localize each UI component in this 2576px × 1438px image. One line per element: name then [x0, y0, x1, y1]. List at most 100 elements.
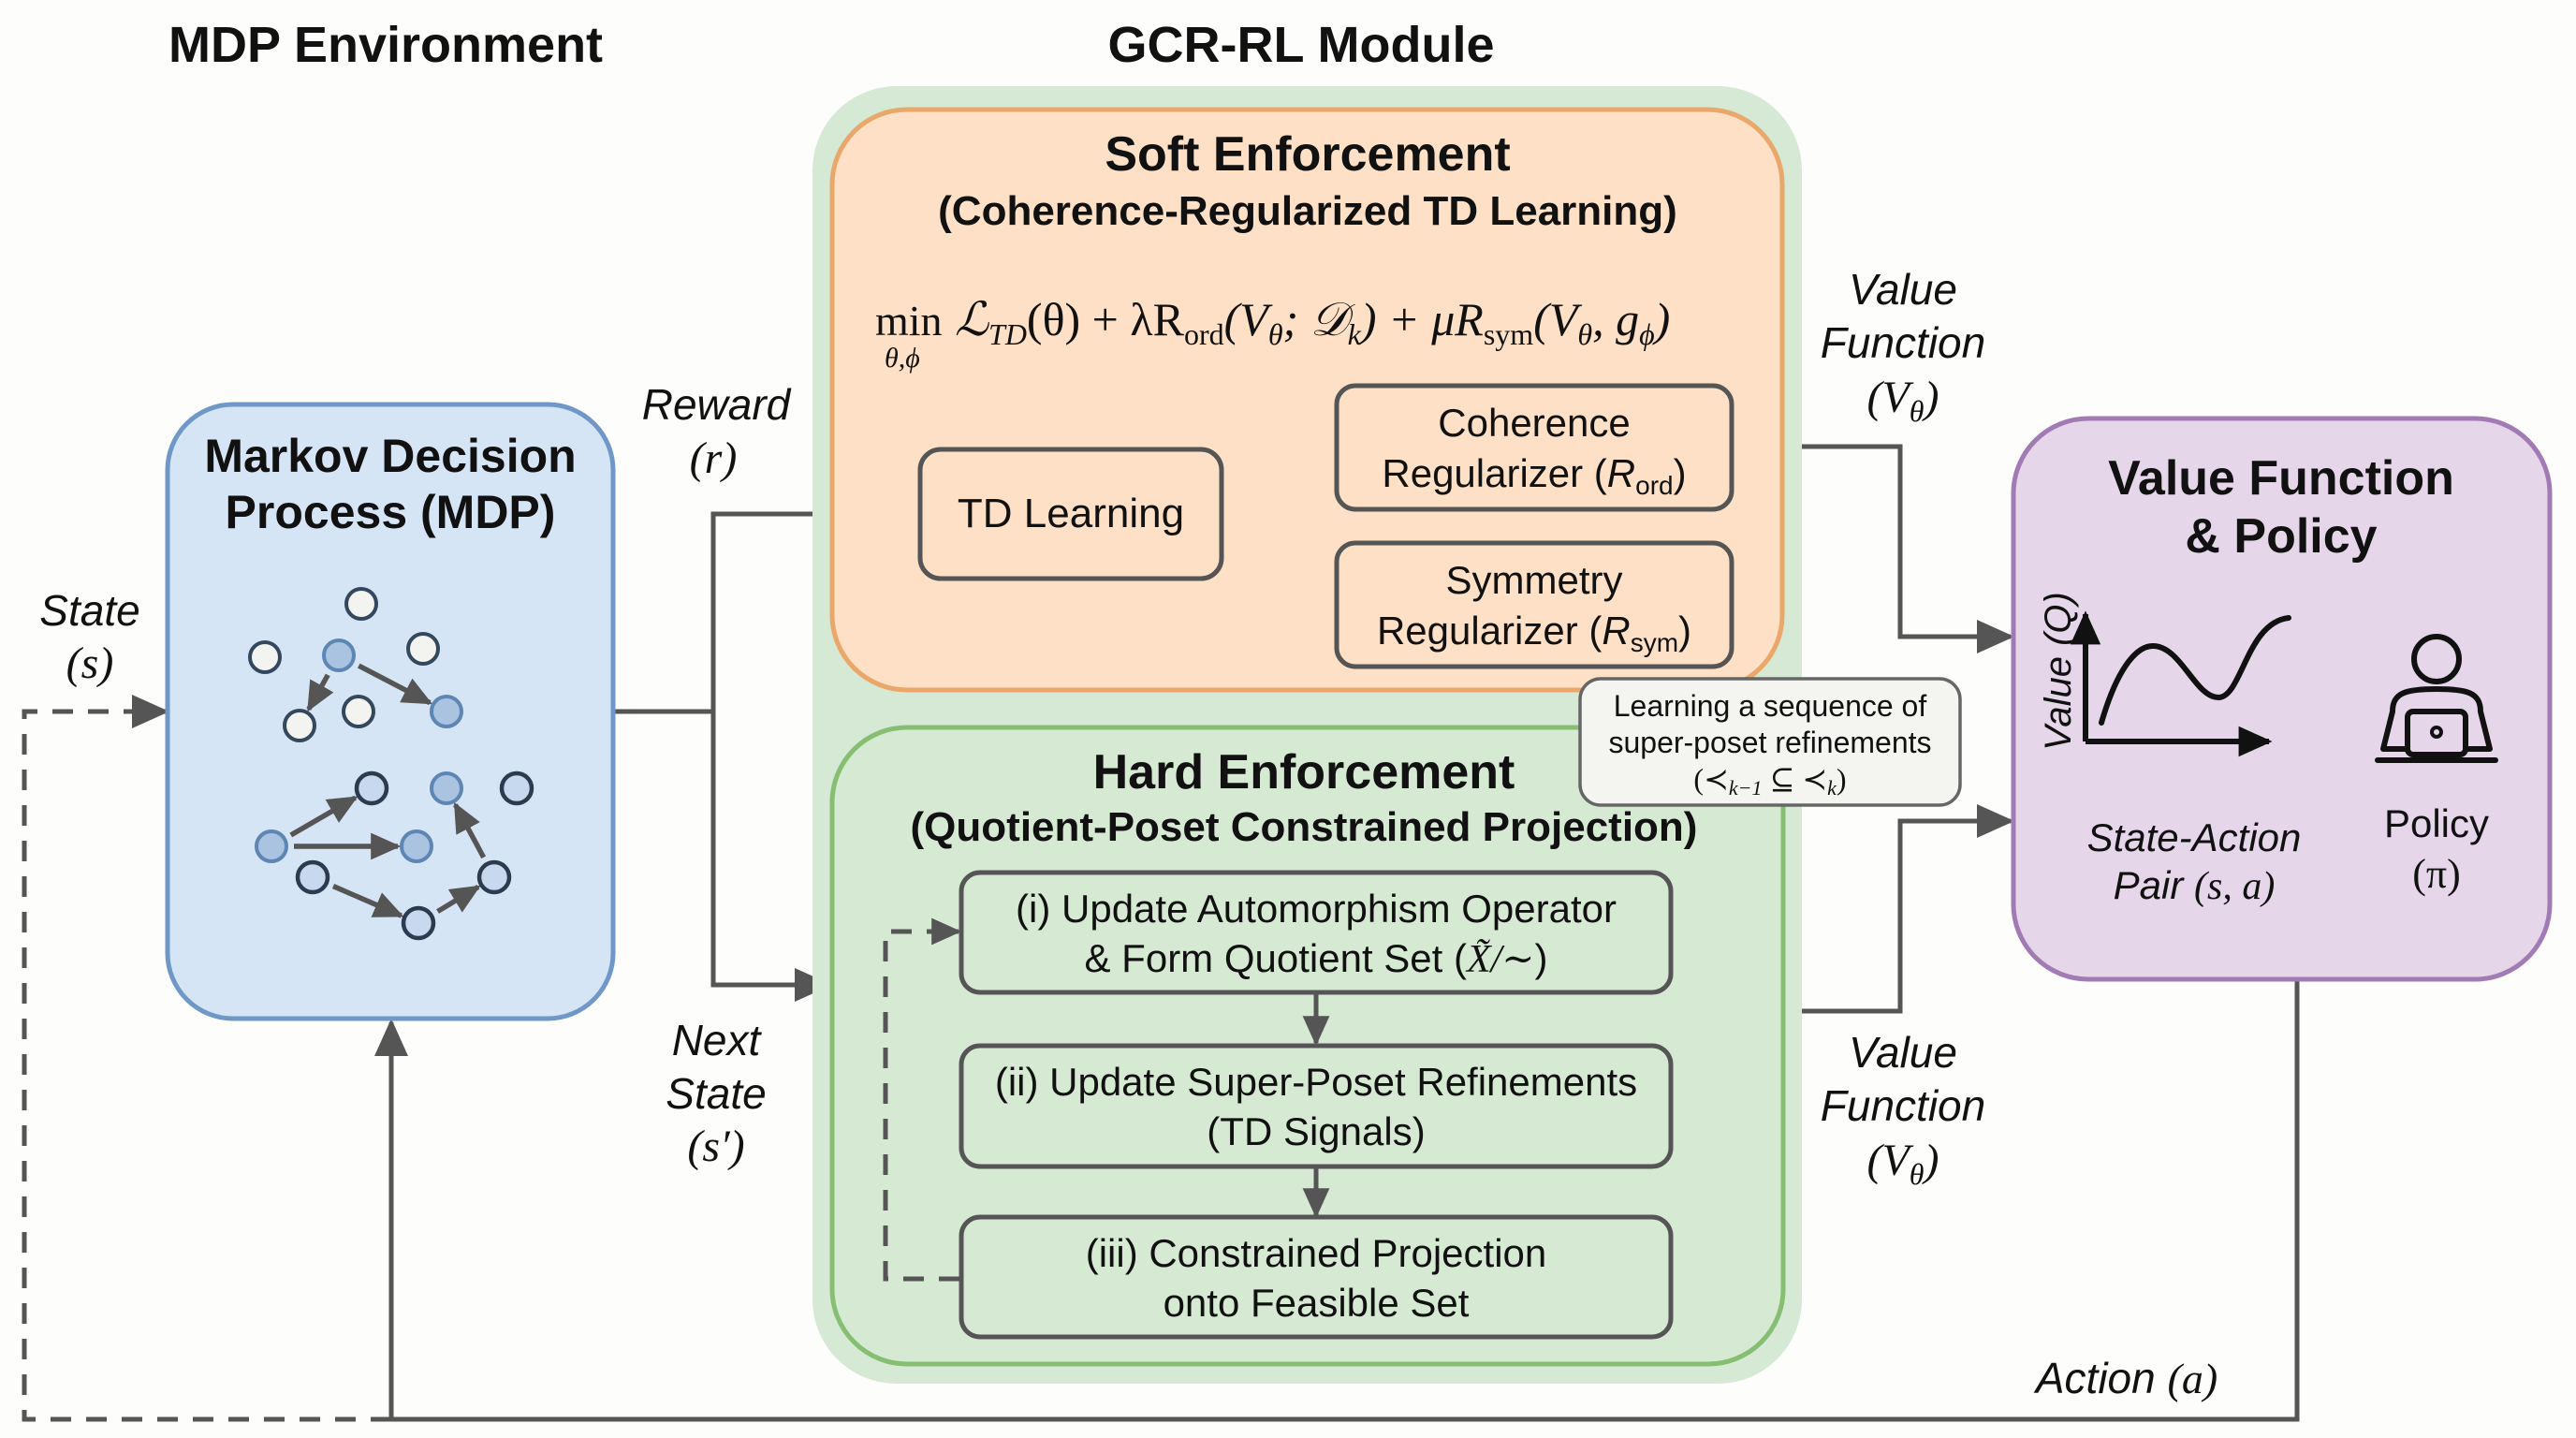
- reward-symbol: (r): [690, 433, 738, 483]
- step3-line1: (iii) Constrained Projection: [1086, 1231, 1547, 1275]
- header-gcr-module: GCR-RL Module: [1108, 17, 1495, 73]
- value-fn-top-line2: Function: [1821, 318, 1985, 367]
- mdp-state-node: [322, 638, 356, 672]
- symmetry-regularizer-box[interactable]: Symmetry Regularizer (Rsym): [1334, 540, 1734, 669]
- symmetry-line2: Regularizer (Rsym): [1377, 609, 1691, 657]
- mdp-state-node: [476, 859, 512, 895]
- super-poset-callout: Learning a sequence of super-poset refin…: [1578, 677, 1962, 807]
- symmetry-regularizer-bg: [1334, 540, 1734, 669]
- coherence-regularizer-box[interactable]: Coherence Regularizer (Rord): [1334, 383, 1734, 512]
- td-learning-box[interactable]: TD Learning: [917, 447, 1224, 581]
- laptop-dot-icon: [2430, 726, 2443, 739]
- step3-bg: [959, 1214, 1674, 1340]
- mdp-state-node: [406, 632, 440, 666]
- mdp-transition-edge: [453, 801, 487, 859]
- value-chart-x-label-line2: Pair (s, a): [2114, 863, 2276, 908]
- td-learning-label: TD Learning: [958, 491, 1184, 536]
- mdp-box[interactable]: Markov Decision Process (MDP): [165, 402, 616, 1021]
- next-state-line1: Next: [672, 1016, 763, 1064]
- step1-line2: & Form Quotient Set (X̃/∼): [1085, 936, 1548, 981]
- soft-enforcement-panel: Soft Enforcement (Coherence-Regularized …: [829, 107, 1785, 693]
- hard-feedback-dashed-loop: [883, 929, 959, 1282]
- mdp-state-node: [248, 640, 282, 674]
- coherence-line2: Regularizer (Rord): [1382, 451, 1686, 500]
- header-mdp-environment: MDP Environment: [168, 17, 603, 73]
- value-fn-bottom-symbol: (Vθ): [1866, 1136, 1939, 1191]
- value-policy-title-line1: Value Function: [2108, 451, 2454, 506]
- mdp-state-node: [430, 695, 463, 728]
- mdp-state-node: [400, 829, 433, 863]
- value-chart-icon: Value (Q) State-Action Pair (s, a): [2038, 592, 2301, 908]
- callout-line3-math: (≺k−1 ⊆ ≺k): [1693, 762, 1846, 800]
- mdp-title-line1: Markov Decision: [204, 430, 576, 482]
- value-function-top-arrow: [1732, 444, 2014, 653]
- mdp-state-node: [430, 771, 463, 805]
- hard-enforcement-subtitle: (Quotient-Poset Constrained Projection): [911, 804, 1698, 850]
- value-policy-bg: [2011, 416, 2553, 982]
- value-chart-x-label-line1: State-Action: [2087, 815, 2302, 859]
- coherence-line1: Coherence: [1438, 401, 1630, 445]
- agent-head-icon: [2411, 634, 2462, 684]
- action-wire: [391, 979, 2300, 1422]
- step2-box[interactable]: (ii) Update Super-Poset Refinements (TD …: [959, 1043, 1674, 1169]
- value-fn-bottom-line2: Function: [1821, 1081, 1985, 1130]
- step1-line1: (i) Update Automorphism Operator: [1016, 887, 1617, 931]
- value-chart-y-label: Value (Q): [2038, 592, 2079, 751]
- step2-line1: (ii) Update Super-Poset Refinements: [995, 1060, 1637, 1104]
- soft-enforcement-subtitle: (Coherence-Regularized TD Learning): [938, 188, 1677, 234]
- mdp-transition-edge: [289, 795, 359, 838]
- edge-labels: State (s) Reward (r) Next State (s′) Val…: [39, 265, 2217, 1402]
- td-learning-bg: [917, 447, 1224, 581]
- value-policy-box[interactable]: Value Function & Policy Value (Q) State-…: [2011, 416, 2553, 982]
- callout-bg: [1578, 677, 1962, 807]
- mdp-transition-edge: [436, 884, 481, 914]
- formula-body: ℒTD(θ) + λRord(Vθ; 𝒟k) + μRsym(Vθ, gϕ): [955, 293, 1670, 351]
- step2-bg: [959, 1043, 1674, 1169]
- coherence-regularizer-bg: [1334, 383, 1734, 512]
- step3-line2: onto Feasible Set: [1164, 1281, 1470, 1325]
- mdp-state-node: [283, 709, 316, 742]
- mdp-state-node: [344, 587, 378, 621]
- step2-line2: (TD Signals): [1207, 1109, 1425, 1153]
- hard-enforcement-title: Hard Enforcement: [1093, 745, 1515, 800]
- mdp-state-node: [255, 829, 288, 863]
- reward-label: Reward: [642, 380, 792, 429]
- formula-min: min: [875, 297, 943, 345]
- mdp-state-node: [499, 770, 534, 806]
- next-state-arrow: [710, 712, 832, 1002]
- agent-body-icon: [2380, 686, 2493, 752]
- objective-formula: min θ,ϕ ℒTD(θ) + λRord(Vθ; 𝒟k) + μRsym(V…: [875, 293, 1670, 374]
- step1-bg: [959, 870, 1674, 995]
- mdp-state-node: [354, 770, 389, 806]
- value-policy-title-line2: & Policy: [2185, 509, 2377, 564]
- laptop-screen-icon: [2405, 709, 2468, 757]
- next-state-line2: State: [666, 1069, 766, 1118]
- symmetry-line1: Symmetry: [1446, 558, 1623, 602]
- policy-symbol: (π): [2412, 851, 2461, 897]
- hard-enforcement-panel: Hard Enforcement (Quotient-Poset Constra…: [829, 725, 1786, 1367]
- state-label: State: [39, 586, 139, 635]
- mdp-title-line2: Process (MDP): [226, 486, 556, 538]
- value-function-bottom-arrow: [1785, 804, 2014, 1014]
- state-dashed-loop: [22, 709, 391, 1422]
- action-label: Action (a): [2033, 1354, 2217, 1402]
- state-symbol: (s): [66, 638, 114, 688]
- value-fn-top-line1: Value: [1849, 265, 1957, 314]
- step3-box[interactable]: (iii) Constrained Projection onto Feasib…: [959, 1214, 1674, 1340]
- callout-line2: super-poset refinements: [1608, 726, 1931, 759]
- mdp-state-node: [342, 695, 375, 728]
- callout-line1: Learning a sequence of: [1614, 689, 1927, 723]
- mdp-transition-edge: [331, 884, 404, 918]
- mdp-transition-edge: [358, 663, 433, 706]
- policy-label: Policy: [2384, 801, 2489, 845]
- mdp-transition-edge: [306, 673, 334, 712]
- step1-box[interactable]: (i) Update Automorphism Operator & Form …: [959, 870, 1674, 995]
- value-fn-top-symbol: (Vθ): [1866, 373, 1939, 428]
- mdp-state-node: [401, 905, 436, 941]
- next-state-symbol: (s′): [687, 1122, 744, 1171]
- policy-agent-icon: [2375, 634, 2498, 763]
- soft-enforcement-title: Soft Enforcement: [1105, 127, 1510, 182]
- value-fn-bottom-line1: Value: [1849, 1028, 1957, 1077]
- mdp-state-node: [295, 859, 330, 895]
